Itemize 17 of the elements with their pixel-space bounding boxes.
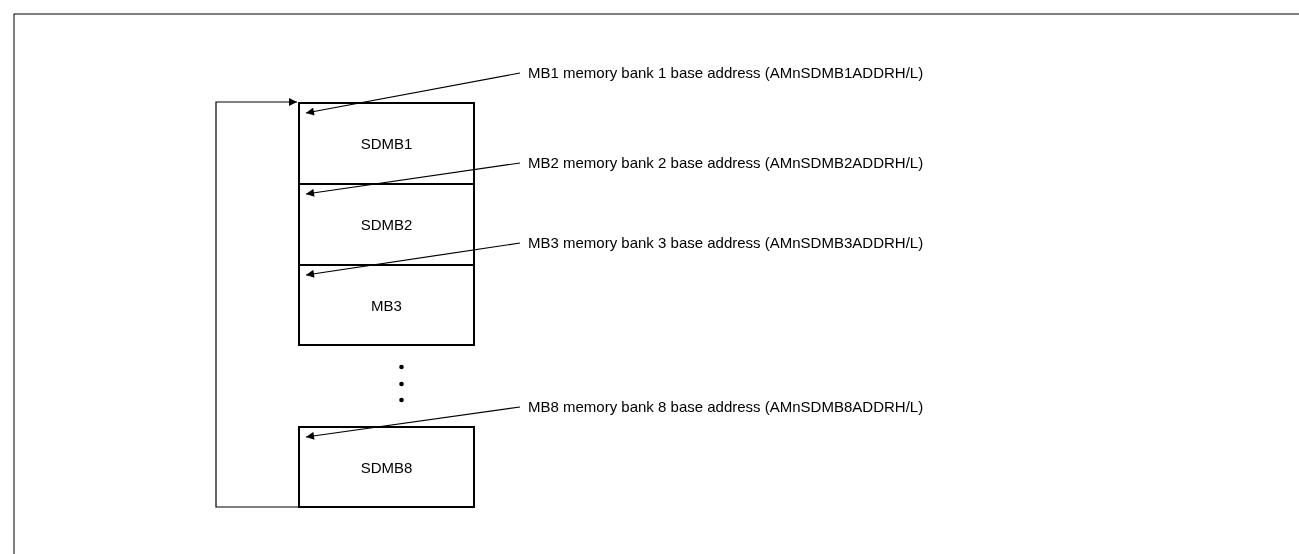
leader-arrow (305, 72, 521, 116)
bank-name: SDMB2 (360, 216, 413, 233)
base-address-label: MB3 memory bank 3 base address (AMnSDMB3ADDRH/L) (528, 234, 924, 252)
base-address-label: MB2 memory bank 2 base address (AMnSDMB2ADDRH/L) (528, 154, 924, 172)
leader-arrow (305, 406, 521, 440)
loop-arrow (215, 98, 299, 508)
base-address-label: MB8 memory bank 8 base address (AMnSDMB8ADDRH/L) (528, 398, 924, 416)
memory-bank-box (298, 264, 475, 346)
base-address-label: MB1 memory bank 1 base address (AMnSDMB1ADDRH/L) (528, 64, 924, 82)
bank-name: SDMB8 (360, 458, 413, 476)
memory-bank-box (298, 426, 475, 508)
memory-bank-box (298, 183, 475, 266)
memory-bank-box (298, 102, 475, 185)
bank-name: MB3 (371, 296, 402, 314)
leader-arrow (305, 162, 521, 197)
leader-arrow (305, 242, 521, 278)
bank-name: SDMB1 (360, 135, 413, 152)
